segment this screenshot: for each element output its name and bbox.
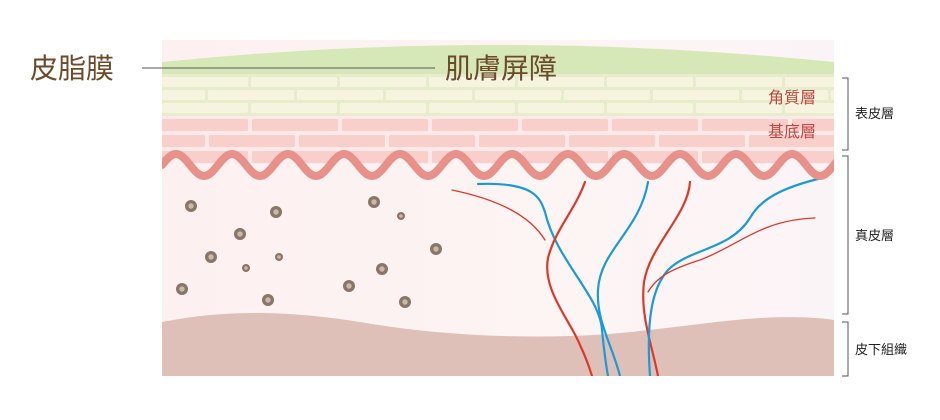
brick [564, 90, 650, 100]
vessel-artery-thin [451, 189, 546, 241]
brick [659, 135, 745, 147]
dermis-cell-nucleus [208, 254, 214, 260]
subcutaneous-label: 皮下組織 [855, 343, 907, 358]
brick [299, 135, 385, 147]
dermis-cell-nucleus [346, 283, 352, 289]
dermis-cell-nucleus [402, 299, 408, 305]
brick [607, 103, 693, 113]
vessel-vein-2 [596, 180, 650, 376]
vessel-artery-2 [642, 180, 692, 376]
brick [386, 90, 472, 100]
brick [785, 77, 834, 87]
bracket-dermis [842, 155, 849, 315]
dermis-cell-nucleus [265, 297, 271, 303]
brick [702, 119, 788, 131]
vessel-vein-3 [647, 176, 824, 376]
brick [518, 77, 604, 87]
dermis-cell-nucleus [379, 266, 385, 272]
dermis-cell-nucleus [277, 255, 281, 259]
brick [831, 90, 834, 100]
brick [518, 103, 604, 113]
brick [162, 103, 248, 113]
brick [162, 119, 248, 131]
brick [251, 103, 337, 113]
brick [522, 119, 608, 131]
brick [785, 103, 834, 113]
brick [208, 90, 294, 100]
vessel-artery [546, 180, 594, 376]
brick [607, 77, 693, 87]
basement-membrane-wave [162, 149, 834, 181]
brick [389, 135, 475, 147]
brick [742, 90, 828, 100]
dermis-cell-nucleus [188, 203, 194, 209]
stratum-corneum-label: 角質層 [768, 88, 816, 107]
dermis-cell-nucleus [371, 199, 377, 205]
brick [429, 77, 515, 87]
dermis-cells [176, 196, 442, 308]
brick [569, 135, 655, 147]
brick [342, 119, 428, 131]
vessel-artery-3 [647, 217, 816, 293]
brick [792, 119, 834, 131]
brick [162, 135, 205, 147]
brick [209, 135, 295, 147]
skin-barrier-label: 肌膚屏障 [445, 52, 557, 85]
dermis-cell-nucleus [179, 286, 185, 292]
brick [251, 77, 337, 87]
sebum-film-label: 皮脂膜 [30, 52, 114, 85]
dermis-top-fill [162, 154, 834, 330]
brick [475, 90, 561, 100]
epidermis-label: 表皮層 [855, 107, 894, 122]
bracket-epidermis [842, 77, 849, 151]
bracket-subcutaneous [842, 321, 849, 377]
brick [162, 90, 205, 100]
basal-layer-bricks [162, 119, 834, 163]
blood-vessels [451, 176, 824, 376]
dermis-cell-nucleus [244, 266, 248, 270]
brick [252, 119, 338, 131]
dermis-cell-nucleus [273, 209, 279, 215]
stratum-corneum-bricks [162, 77, 834, 113]
brick [429, 103, 515, 113]
subcutaneous-layer [162, 312, 834, 376]
vessel-vein [476, 182, 610, 376]
dermis-cell-nucleus [237, 231, 243, 237]
basal-layer-label: 基底層 [768, 122, 816, 141]
right-brackets [842, 77, 849, 377]
dermis-cell-nucleus [399, 214, 403, 218]
brick [696, 103, 782, 113]
brick [340, 103, 426, 113]
brick [696, 77, 782, 87]
brick [653, 90, 739, 100]
dermis-cell-nucleus [433, 246, 439, 252]
brick [297, 90, 383, 100]
brick [749, 135, 834, 147]
brick [612, 119, 698, 131]
dermis-label: 真皮層 [855, 229, 894, 244]
brick [162, 77, 248, 87]
skin-block [162, 40, 834, 376]
brick [340, 77, 426, 87]
brick [432, 119, 518, 131]
brick [479, 135, 565, 147]
